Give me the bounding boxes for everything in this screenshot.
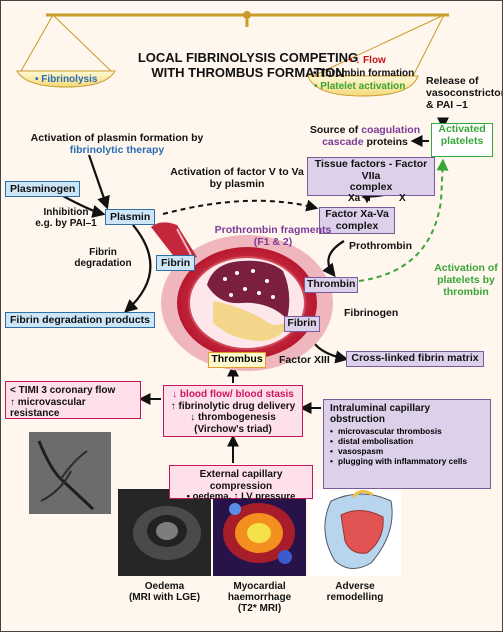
xa-va-complex-box: Factor Xa-Va complex <box>319 207 395 235</box>
xa-va-line-2: complex <box>335 219 379 232</box>
oedema-caption: Oedema (MRI with LGE) <box>118 581 211 603</box>
obstruction-item: distal embolisation <box>330 436 484 447</box>
fibrinolysis-pan-label: • Fibrinolysis <box>35 74 98 85</box>
capillary-obstruction-box: Intraluminal capillary obstruction micro… <box>323 399 491 489</box>
fdp-box: Fibrin degradation products <box>5 312 156 328</box>
thrombin-box: Thrombin <box>304 277 358 293</box>
plasminogen-box: Plasminogen <box>5 181 81 197</box>
factor-v-line-2: by plasmin <box>209 177 265 190</box>
remodelling-line-1: Adverse <box>335 581 375 592</box>
activated-platelets-text: Activated platelets <box>432 123 492 148</box>
coag-source-prefix: Source of <box>309 124 362 136</box>
blood-flow-line-1: ↓ blood flow/ blood stasis <box>172 389 294 400</box>
obstruction-list: microvascular thrombosis distal embolisa… <box>330 426 484 467</box>
activated-platelets-box: Activated platelets <box>431 123 493 157</box>
title-line-2: WITH THROMBUS FORMATION <box>151 64 345 80</box>
vasoconstrictors-line-3: & PAI –1 <box>426 98 468 111</box>
xa-label: Xa <box>348 193 361 204</box>
fibrin-degradation-line-1: Fibrin <box>89 247 117 258</box>
activated-platelets-line-1: Activated <box>438 123 486 135</box>
tissue-factor-line-2: complex <box>349 181 393 194</box>
tissue-factor-line-1: Tissue factors - Factor VIIa <box>314 158 428 182</box>
remodelling-caption: Adverse remodelling <box>309 581 401 603</box>
obstruction-item: plugging with inflammatory cells <box>330 456 484 467</box>
timi-flow-box: < TIMI 3 coronary flow ↑ microvascular r… <box>5 381 141 419</box>
fragments-line-1: Prothrombin fragments <box>214 224 332 236</box>
platelet-activation-by-thrombin-text: Activation of platelets by thrombin <box>429 262 502 298</box>
haemorrhage-caption: Myocardial haemorrhage (T2* MRI) <box>213 581 306 615</box>
vasoconstrictors-line-2: vasoconstrictors <box>426 86 503 99</box>
obstruction-item: microvascular thrombosis <box>330 426 484 437</box>
tissue-factor-box: Tissue factors - Factor VIIa complex <box>307 157 435 196</box>
fibrinogen-label: Fibrinogen <box>344 307 399 319</box>
platelets-activation-line-2: platelets by <box>437 273 495 286</box>
coag-source-highlight-2: cascade <box>322 135 364 148</box>
haemorrhage-line-1: Myocardial <box>233 581 286 592</box>
cross-linked-fibrin-box: Cross-linked fibrin matrix <box>346 351 484 367</box>
prothrombin-fragments-label: Prothrombin fragments (F1 & 2) <box>213 224 333 249</box>
balance-title: LOCAL FIBRINOLYSIS COMPETING WITH THROMB… <box>119 50 377 80</box>
platelet-activation-label: • Platelet activation <box>314 81 406 92</box>
haemorrhage-line-2: haemorrhage <box>227 592 292 604</box>
xa-va-line-1: Factor Xa-Va <box>325 208 389 220</box>
timi-line-1: < TIMI 3 coronary flow <box>10 385 116 396</box>
blood-flow-line-3: ↓ thrombogenesis (Virchow's triad) <box>190 412 276 435</box>
fibrin-degradation-line-2: degradation <box>74 258 132 270</box>
obstruction-title: Intraluminal capillary obstruction <box>330 403 431 426</box>
platelets-activation-line-1: Activation of <box>434 262 498 274</box>
thrombus-label: Thrombus <box>208 352 266 368</box>
balance-scale-graphic <box>16 11 449 97</box>
vasoconstrictors-text: Release of vasoconstrictors & PAI –1 <box>426 75 503 111</box>
platelets-activation-line-3: thrombin <box>443 285 489 298</box>
reduced-flow-label: • ↓ Flow <box>349 55 386 66</box>
timi-line-2: ↑ microvascular resistance <box>10 396 86 420</box>
fibrin-small-box: Fibrin <box>156 255 196 271</box>
blood-flow-line-2: ↑ fibrinolytic drug delivery <box>170 400 296 412</box>
vasoconstrictors-line-1: Release of <box>426 75 479 87</box>
haemorrhage-line-3: (T2* MRI) <box>237 603 282 615</box>
capillary-compression-box: External capillary compression • oedema,… <box>169 465 313 502</box>
plasmin-activation-line-2: fibrinolytic therapy <box>69 143 165 156</box>
plasmin-activation-line-1: Activation of plasmin formation by <box>30 132 204 144</box>
factor-v-line-1: Activation of factor V to Va <box>170 166 304 178</box>
factor-xiii-label: Factor XIII <box>279 354 330 366</box>
obstruction-item: vasospasm <box>330 446 484 457</box>
compression-sub: • oedema, ↑ LV pressure <box>186 491 296 502</box>
blood-flow-box: ↓ blood flow/ blood stasis ↑ fibrinolyti… <box>163 385 303 437</box>
fibrin-degradation-text: Fibrin degradation <box>73 247 133 269</box>
pai-inhibition-text: Inhibition e.g. by PAI–1 <box>23 207 109 229</box>
inhibition-line-1: Inhibition <box>43 207 89 218</box>
title-line-1: LOCAL FIBRINOLYSIS COMPETING <box>137 50 359 65</box>
compression-title: External capillary compression <box>199 469 283 492</box>
coag-source-highlight-1: coagulation <box>361 124 421 136</box>
remodelling-line-2: remodelling <box>326 592 384 604</box>
thrombin-formation-label: • Thrombin formation <box>313 68 415 79</box>
fragments-line-2: (F1 & 2) <box>253 235 293 248</box>
oedema-line-2: (MRI with LGE) <box>128 592 201 604</box>
oedema-line-1: Oedema <box>144 581 185 592</box>
prothrombin-label: Prothrombin <box>349 240 412 252</box>
fibrin-box: Fibrin <box>284 316 320 332</box>
plasmin-box: Plasmin <box>105 209 156 225</box>
vessel-cross-section-graphic <box>151 222 333 371</box>
plasmin-activation-text: Activation of plasmin formation by fibri… <box>17 132 217 157</box>
activated-platelets-line-2: platelets <box>440 134 484 147</box>
coag-source-suffix: proteins <box>363 135 408 148</box>
factor-v-activation-text: Activation of factor V to Va by plasmin <box>153 166 321 191</box>
x-label: X <box>399 193 406 204</box>
inhibition-line-2: e.g. by PAI–1 <box>35 218 97 230</box>
